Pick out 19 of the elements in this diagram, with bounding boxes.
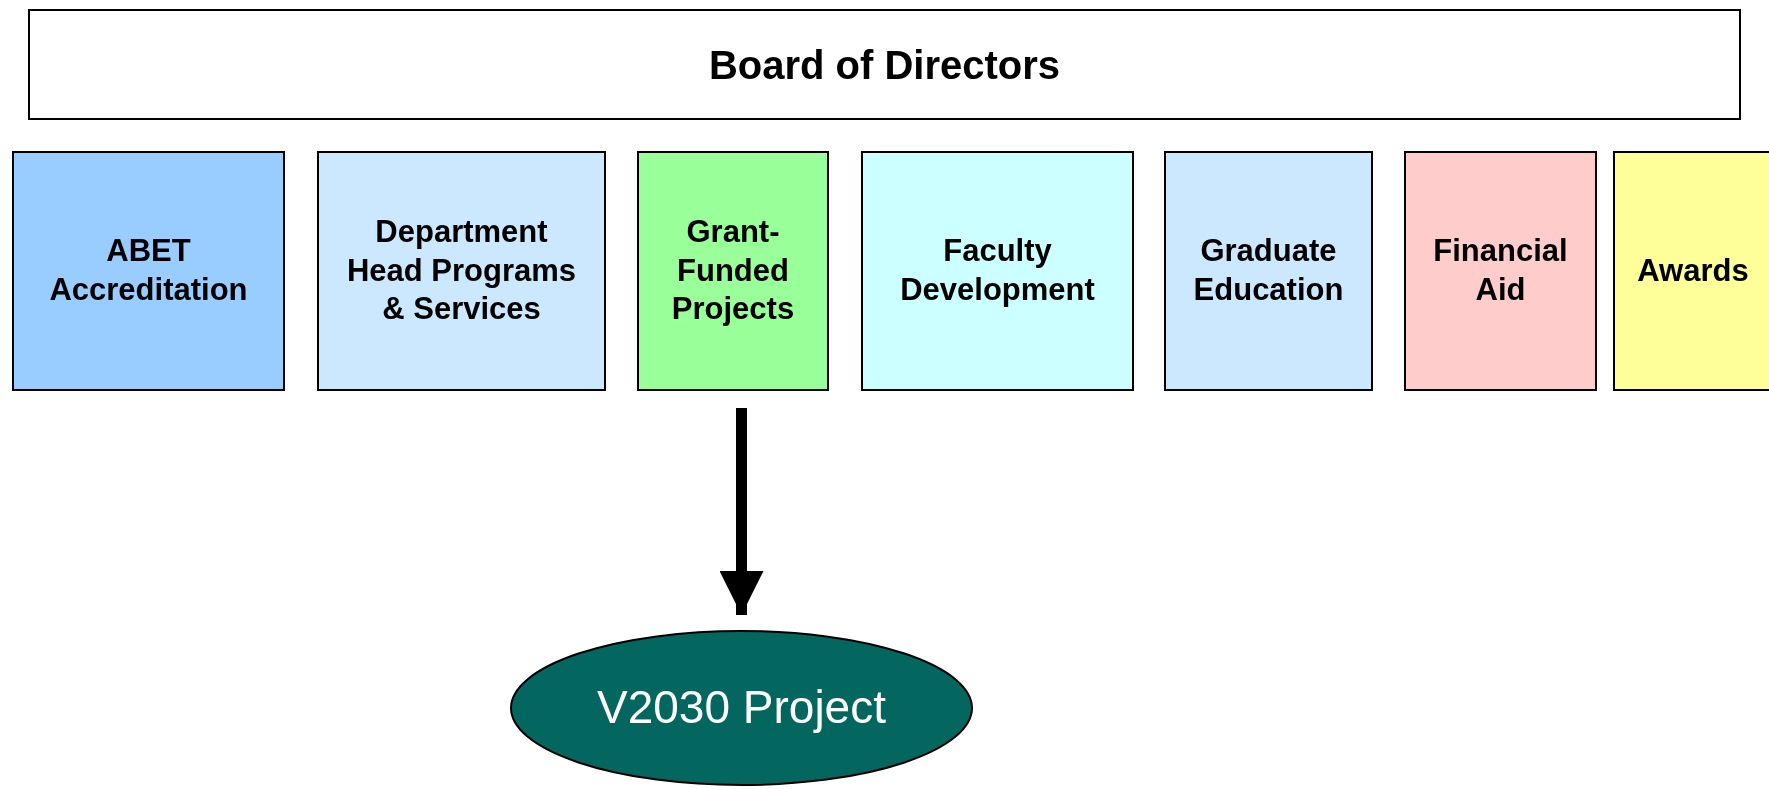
node-label: Faculty Development [899, 232, 1096, 309]
node-label: Board of Directors [707, 41, 1062, 89]
node-label: ABET Accreditation [48, 232, 249, 309]
category-box [12, 151, 285, 391]
category-box [1613, 151, 1769, 391]
category-box [1404, 151, 1597, 391]
node-label: Financial Aid [1432, 232, 1569, 309]
arrow [719, 408, 764, 615]
category-box [1164, 151, 1373, 391]
node-label: Grant-Funded Projects [670, 212, 796, 329]
node-label: V2030 Project [597, 680, 886, 736]
header-box [28, 9, 1741, 120]
node-label: Department Head Programs & Services [345, 212, 578, 329]
node-label: Graduate Education [1192, 232, 1345, 309]
node-label: Awards [1636, 251, 1750, 290]
category-box [637, 151, 829, 391]
category-box [317, 151, 606, 391]
project-ellipse [509, 629, 974, 787]
category-box [861, 151, 1134, 391]
